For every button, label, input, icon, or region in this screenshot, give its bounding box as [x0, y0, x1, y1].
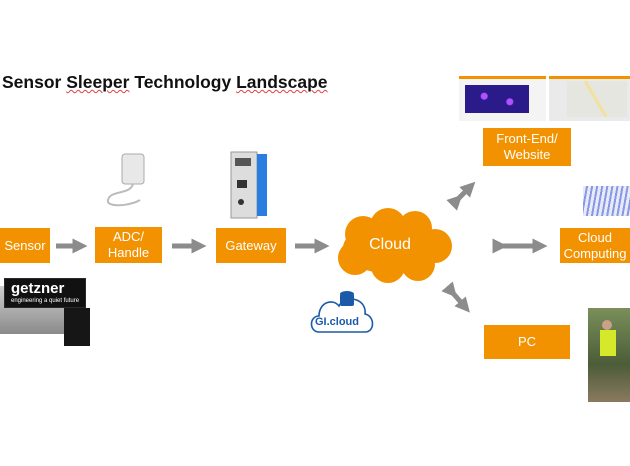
sensor-box: Sensor — [0, 228, 50, 263]
cloud-label: Cloud — [369, 236, 411, 253]
sensor-bracket — [64, 308, 90, 346]
pc-box: PC — [484, 325, 570, 359]
gi-cloud-logo — [310, 291, 374, 333]
gateway-image — [230, 151, 267, 219]
arrow-cloud-pc — [441, 281, 470, 313]
getzner-logo: getzner engineering a quiet future — [4, 278, 86, 308]
adc-handle-image — [107, 153, 145, 207]
field-worker-photo — [588, 308, 630, 402]
arrow-cloud-frontend — [446, 181, 476, 211]
timeseries-chart-thumbnail — [583, 186, 630, 216]
adc-handle-box: ADC/Handle — [95, 227, 162, 263]
frontend-box: Front-End/Website — [483, 128, 571, 166]
cloud-shape — [338, 208, 452, 283]
gateway-box: Gateway — [216, 228, 286, 263]
gi-cloud-label: GI.cloud — [315, 316, 359, 328]
heatmap-screenshot — [459, 76, 546, 121]
map-screenshot — [549, 76, 630, 121]
slide-title: Sensor Sleeper Technology Landscape — [2, 72, 328, 92]
